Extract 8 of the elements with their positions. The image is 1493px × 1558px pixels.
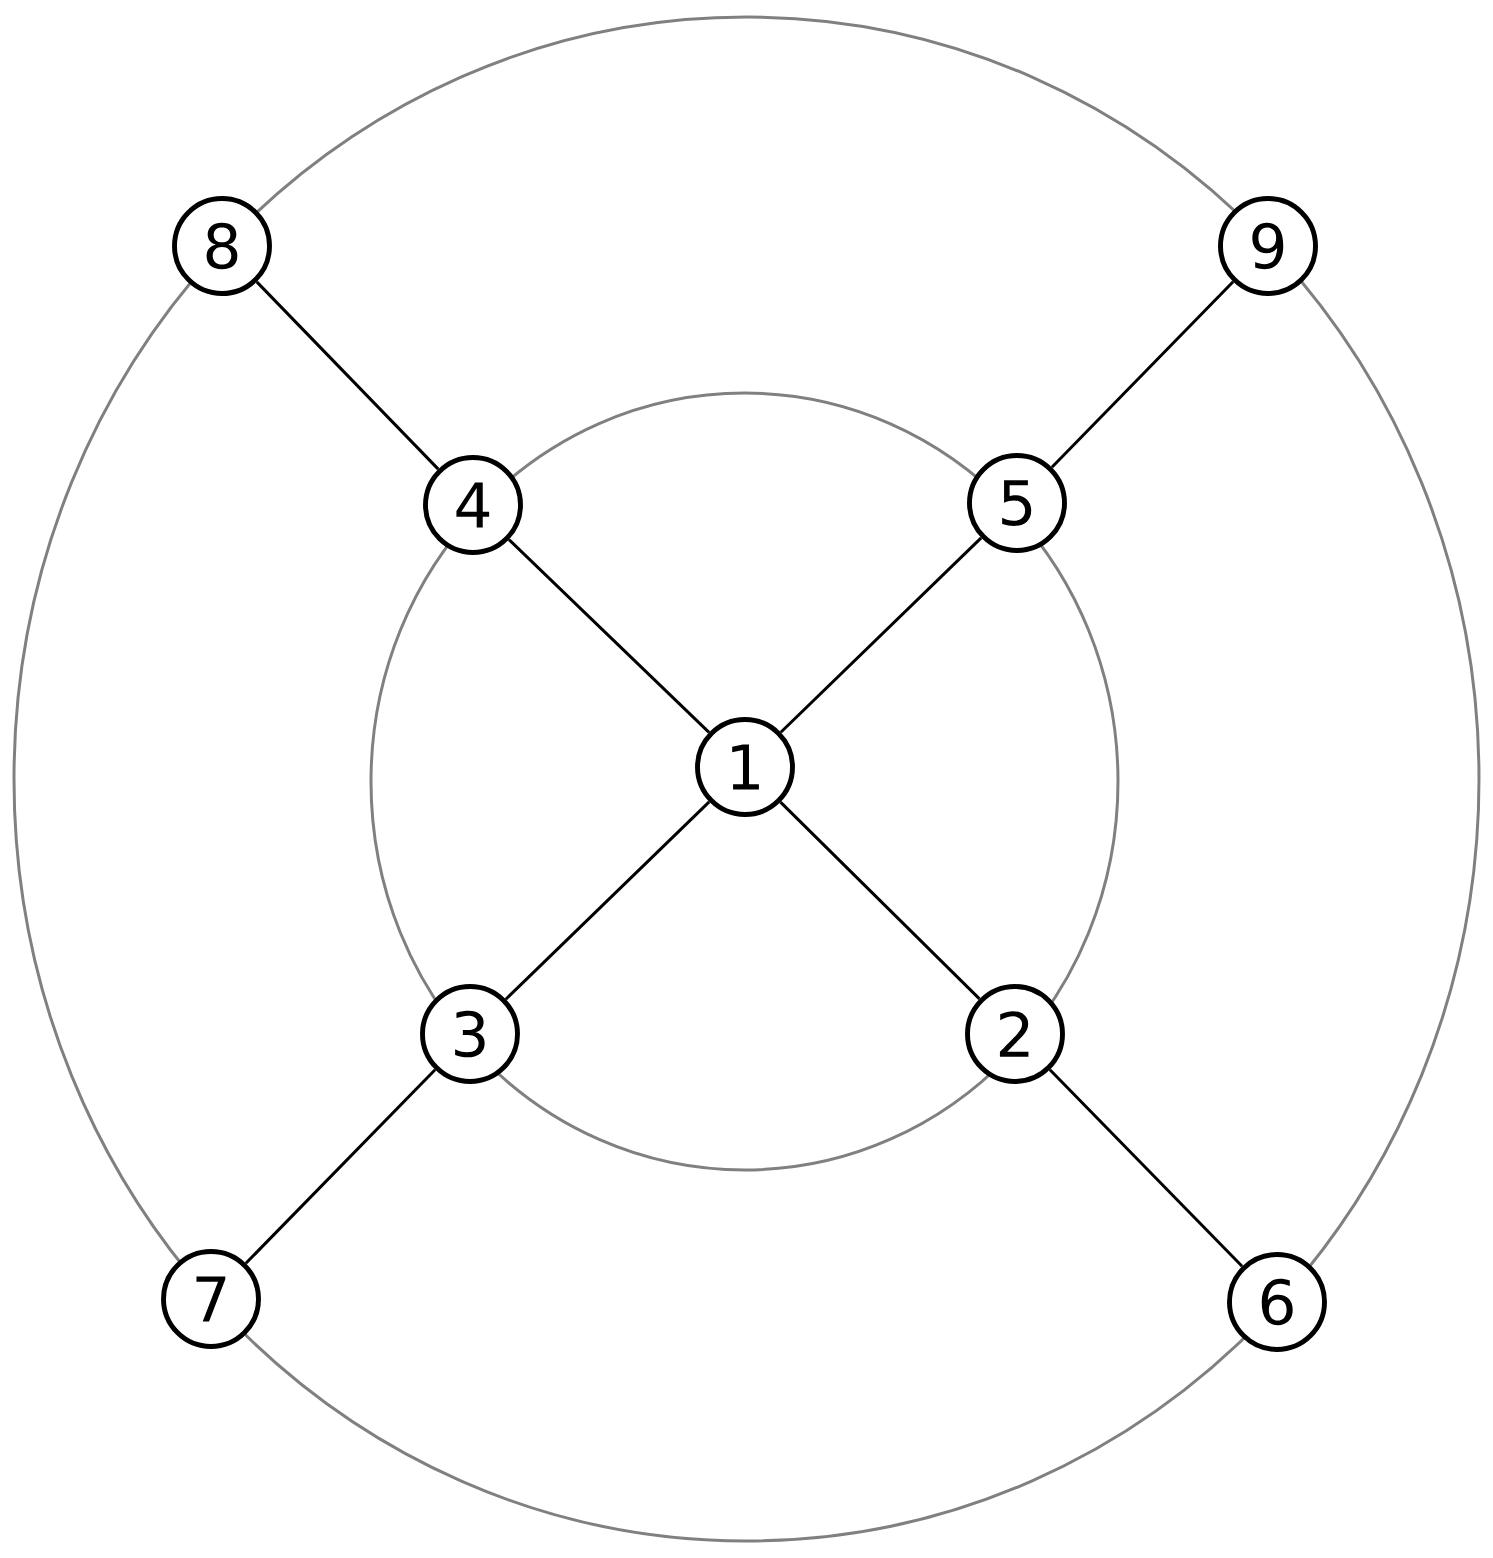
connector-line bbox=[255, 280, 440, 471]
connector-line bbox=[779, 801, 981, 1000]
connector-line bbox=[1050, 280, 1235, 469]
connector-line bbox=[504, 800, 711, 1001]
connector-line bbox=[1048, 1068, 1244, 1268]
connector-line bbox=[507, 538, 711, 734]
connector-line bbox=[779, 536, 983, 734]
connector-line bbox=[244, 1068, 437, 1265]
